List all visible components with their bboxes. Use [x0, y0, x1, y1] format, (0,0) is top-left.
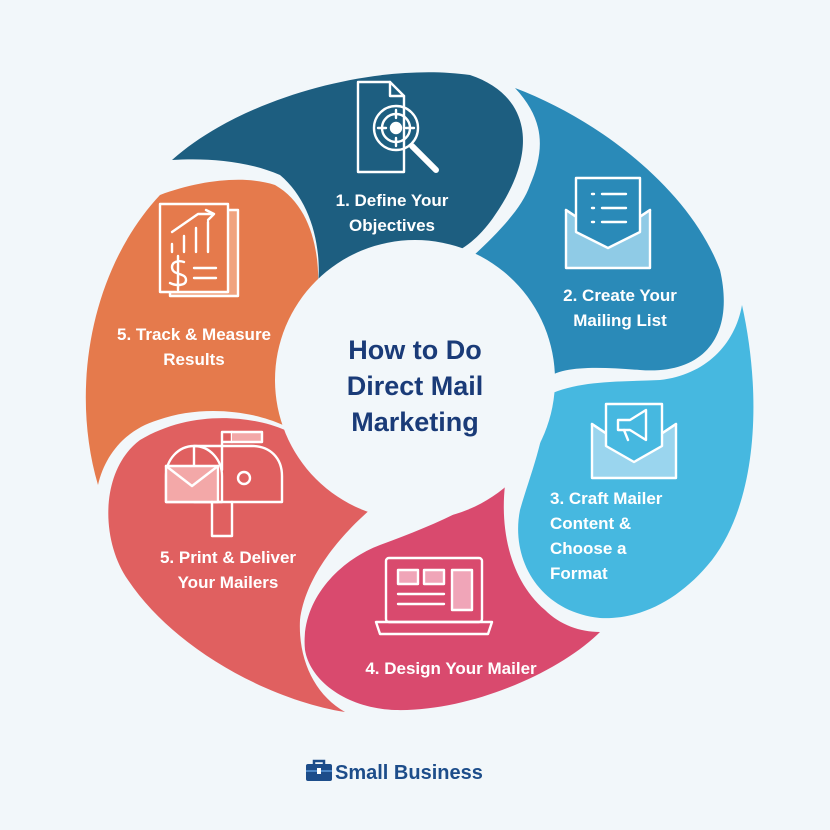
- briefcase-icon: [306, 759, 332, 781]
- mailbox-icon: [164, 430, 284, 538]
- step-4-label: 4. Design Your Mailer: [365, 659, 537, 678]
- document-target-icon: [356, 80, 439, 174]
- segment-6: [85, 179, 319, 485]
- step-3-label: 3. Craft Mailer Content & Choose a Forma…: [550, 489, 663, 583]
- brand-logo: Fit Small Business: [305, 758, 483, 788]
- envelope-list-icon: [564, 176, 652, 270]
- step-5-label: 5. Print & Deliver Your Mailers: [159, 548, 297, 592]
- segment-1: [172, 72, 523, 285]
- envelope-megaphone-icon: [590, 402, 678, 480]
- step-2-label: 2. Create Your Mailing List: [563, 286, 677, 330]
- brand-name: Fit Small Business: [305, 761, 483, 784]
- report-chart-icon: [158, 202, 240, 298]
- laptop-icon: [374, 556, 494, 636]
- center-circle: [275, 240, 555, 520]
- center-title: How to Do Direct Mail Marketing: [346, 335, 484, 437]
- step-6-label: 5. Track & Measure Results: [116, 325, 272, 369]
- step-1-label: 1. Define Your Objectives: [335, 191, 449, 235]
